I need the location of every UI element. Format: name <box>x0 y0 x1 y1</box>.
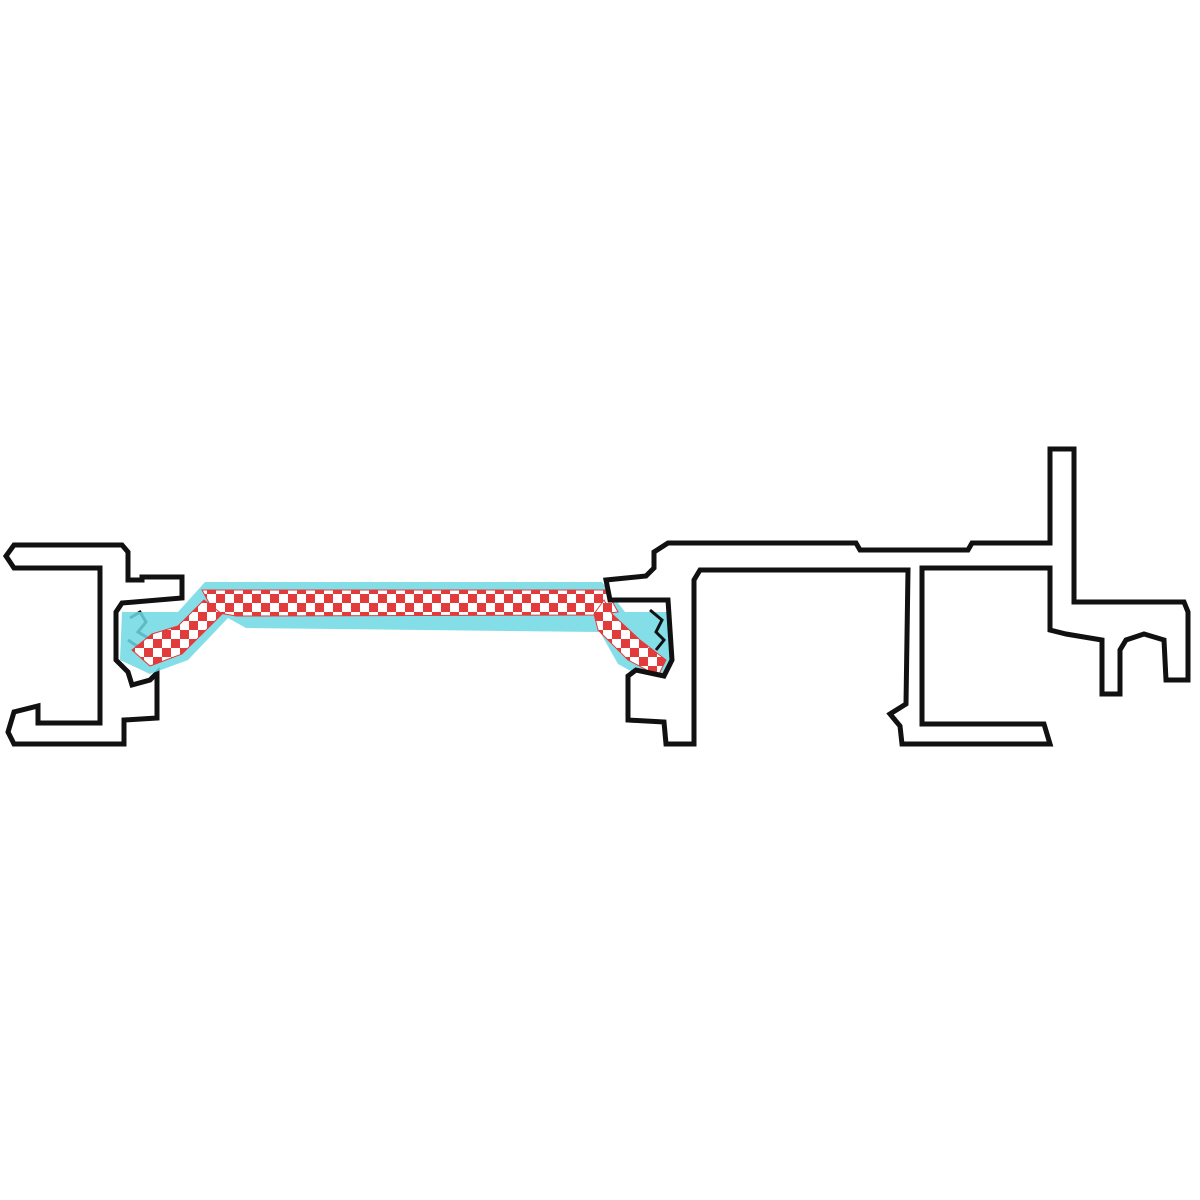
thermal-break <box>120 582 680 688</box>
thermal-break-left-leg <box>131 599 223 667</box>
right-profile <box>603 446 1191 747</box>
left-profile-outline <box>2 542 185 747</box>
right-profile-outline <box>603 446 1191 747</box>
right-profile-nib <box>649 608 667 651</box>
thermal-break-strip <box>201 589 619 617</box>
